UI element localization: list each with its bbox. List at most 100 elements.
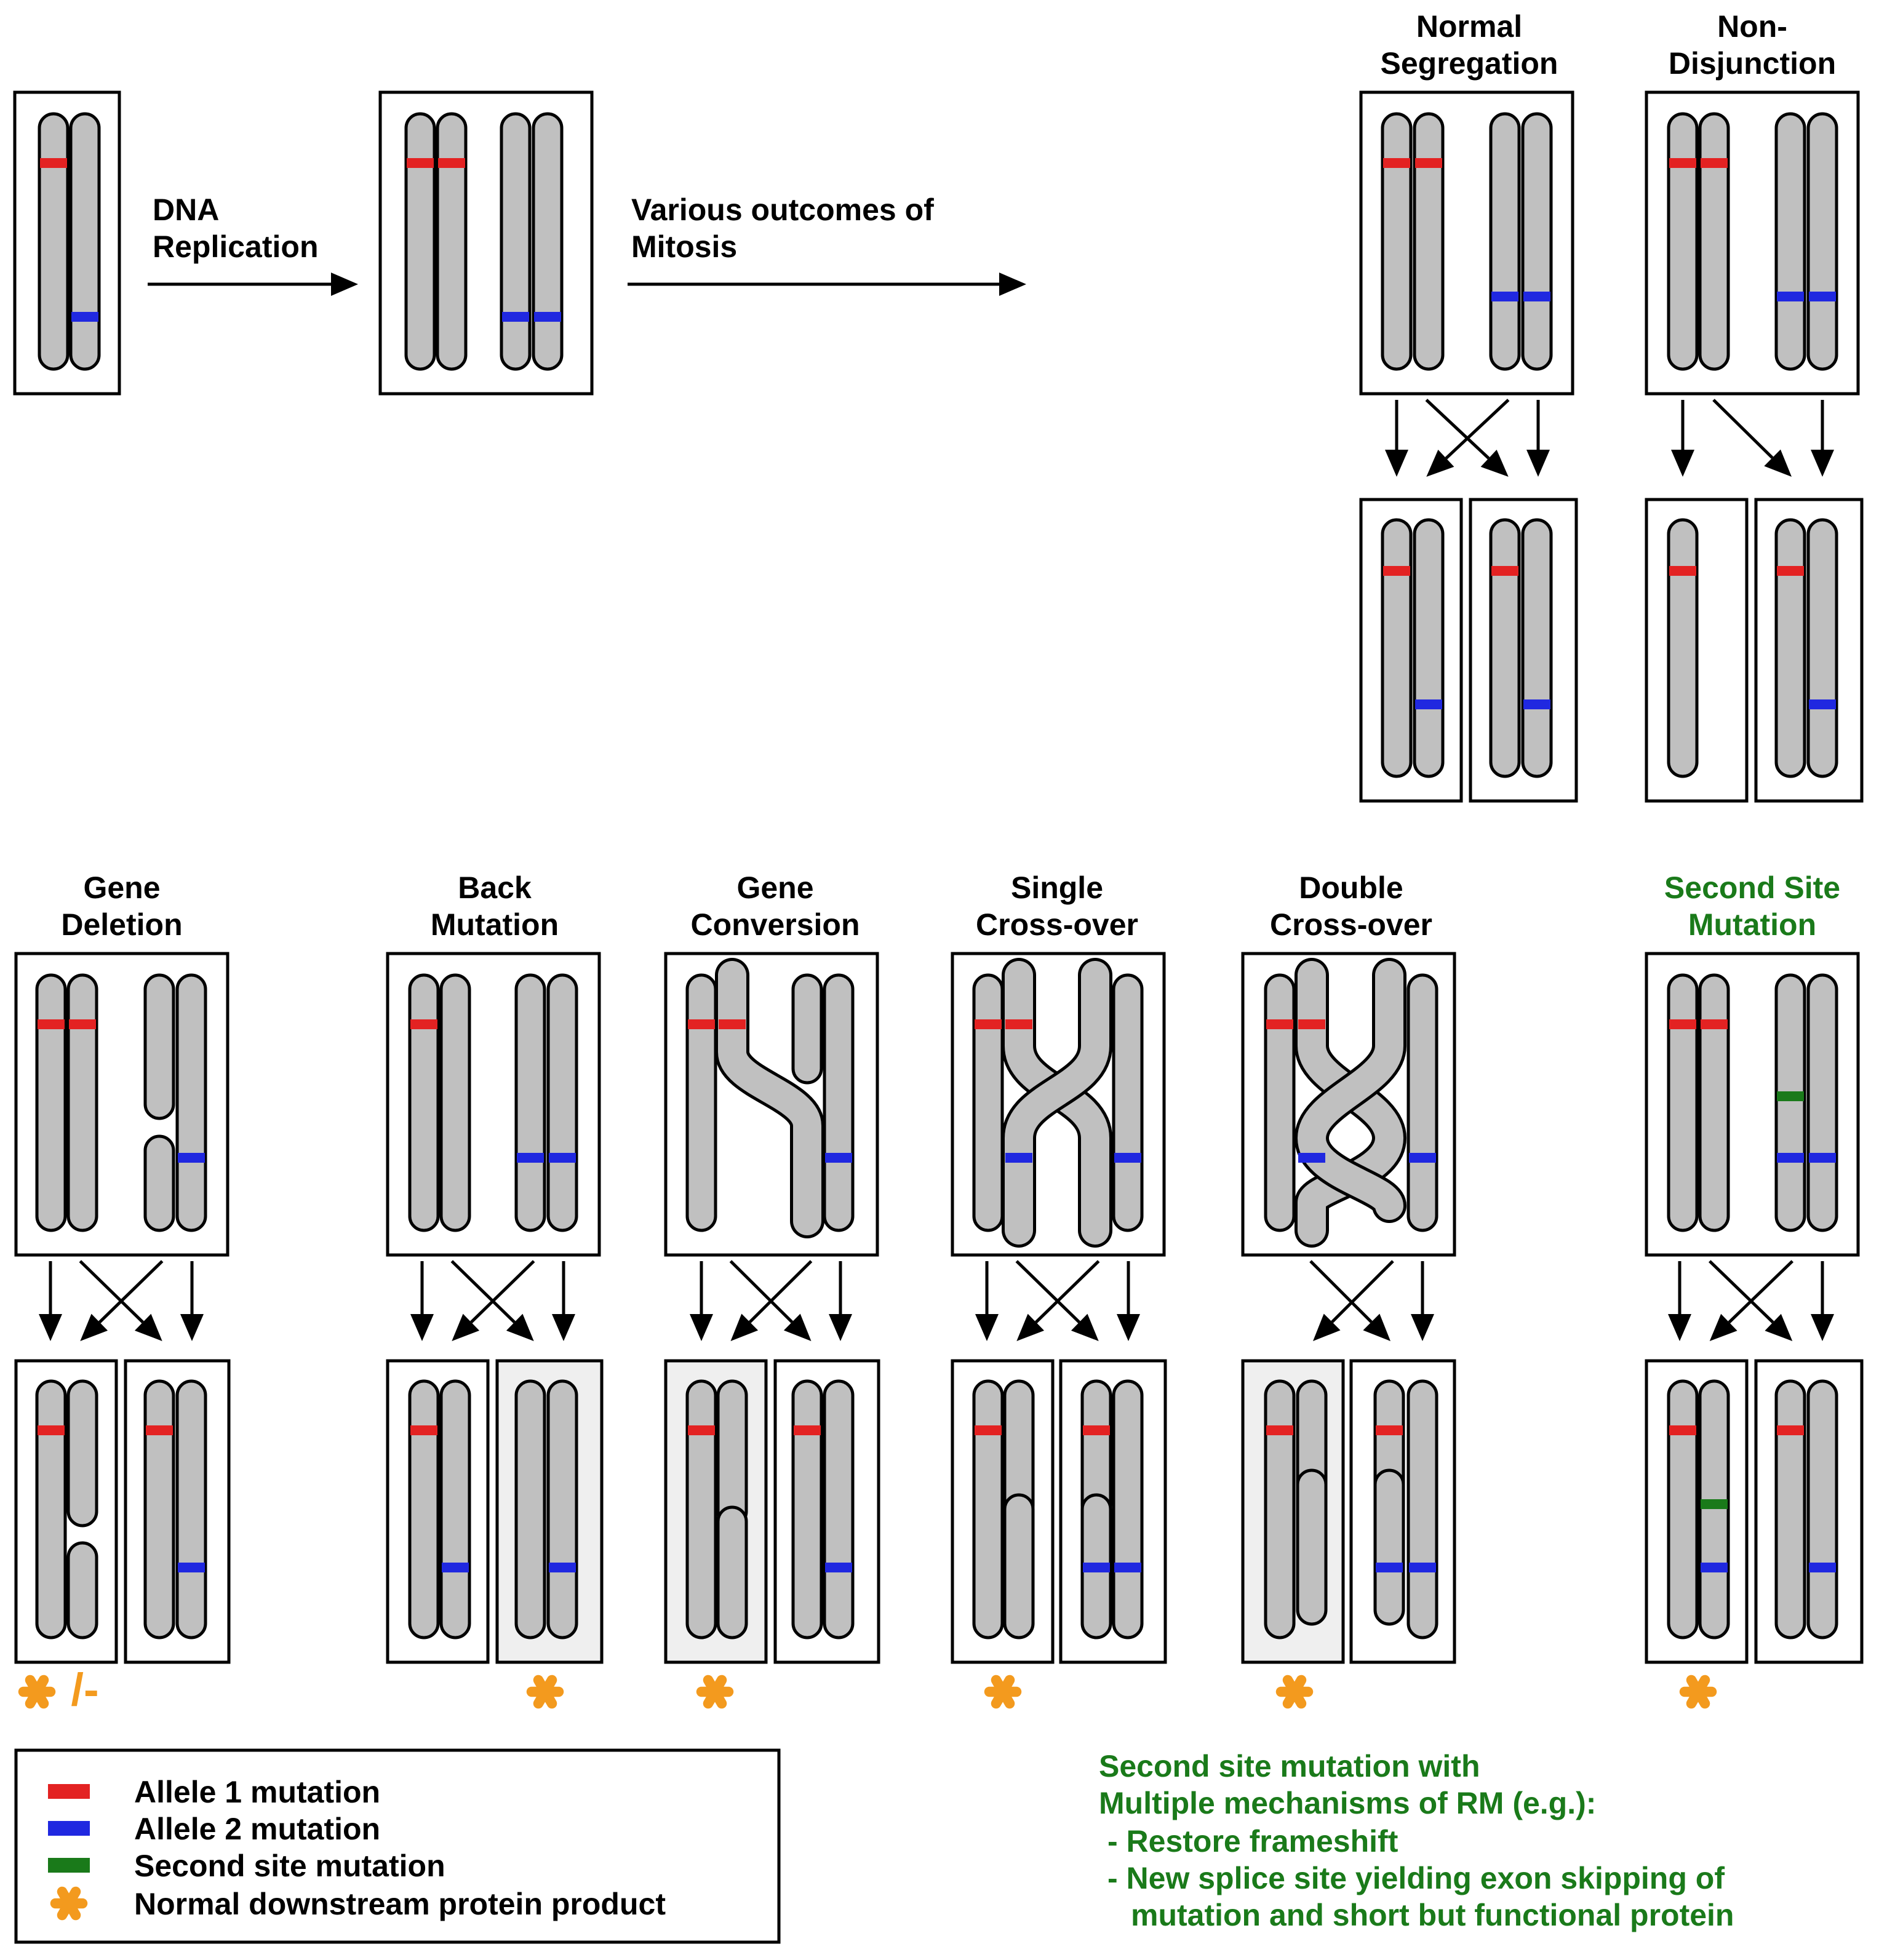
arrow-head bbox=[452, 1313, 480, 1341]
allele2-band bbox=[1809, 1153, 1836, 1163]
arrow-head bbox=[1426, 450, 1454, 477]
double-crossover-crossed-chromatid bbox=[1298, 961, 1403, 1245]
allele2-band bbox=[1083, 1563, 1110, 1572]
allele2-band bbox=[1409, 1563, 1436, 1572]
note-line: Multiple mechanisms of RM (e.g.): bbox=[1099, 1786, 1596, 1820]
arrow-head bbox=[331, 273, 358, 296]
note-line: - New splice site yielding exon skipping… bbox=[1107, 1861, 1725, 1895]
chromatid bbox=[1667, 973, 1699, 1232]
single-crossover-title: Cross-over bbox=[976, 907, 1138, 942]
arrow-line bbox=[1035, 1260, 1100, 1324]
chromatid bbox=[143, 1134, 175, 1232]
allele2-band bbox=[825, 1153, 852, 1163]
arrow-head bbox=[1671, 450, 1694, 477]
arrow-head bbox=[975, 1314, 999, 1341]
allele2-band bbox=[1415, 699, 1442, 709]
allele1-band bbox=[38, 1019, 65, 1029]
chromatid bbox=[500, 112, 532, 371]
arrow-head bbox=[730, 1313, 759, 1341]
chromatid bbox=[1296, 1468, 1328, 1626]
allele2-band bbox=[825, 1563, 852, 1572]
allele1-band bbox=[1777, 1425, 1804, 1435]
chromatid bbox=[972, 973, 1004, 1232]
note-line: - Restore frameshift bbox=[1107, 1824, 1398, 1858]
chromosomes-layer bbox=[35, 112, 1838, 1639]
chromatid bbox=[66, 1379, 98, 1528]
chromatid bbox=[532, 112, 564, 371]
legend-box bbox=[14, 1748, 781, 1944]
chromatid bbox=[38, 112, 70, 371]
arrow-line bbox=[1708, 1260, 1774, 1324]
legend-label: Second site mutation bbox=[134, 1849, 445, 1883]
chromatid bbox=[1112, 973, 1144, 1232]
allele2-band bbox=[1005, 1153, 1032, 1163]
allele1-band bbox=[1669, 566, 1696, 576]
arrow-line bbox=[470, 1260, 535, 1324]
chromatid bbox=[823, 1379, 855, 1639]
allele1-band bbox=[1669, 1425, 1696, 1435]
allele2-band bbox=[1298, 1153, 1325, 1163]
chromatid bbox=[685, 1379, 717, 1639]
allele1-band bbox=[69, 1019, 96, 1029]
arrow-head bbox=[134, 1313, 162, 1341]
allele1-band bbox=[1701, 158, 1728, 168]
normal-segregation-title: Segregation bbox=[1381, 46, 1558, 81]
note-line: mutation and short but functional protei… bbox=[1131, 1898, 1734, 1932]
allele2-band bbox=[178, 1153, 205, 1163]
gene-deletion-product-label: /- bbox=[71, 1664, 98, 1715]
legend-orange-asterisk-icon bbox=[50, 1886, 88, 1921]
arrow-head bbox=[999, 273, 1026, 296]
chromatid bbox=[408, 973, 440, 1232]
allele2-band bbox=[1777, 1153, 1804, 1163]
arrow-head bbox=[1811, 1314, 1834, 1341]
asterisk-stroke bbox=[1282, 1675, 1307, 1709]
second-site-mutation-title: Second Site bbox=[1664, 870, 1840, 905]
arrow-head bbox=[1709, 1313, 1737, 1341]
arrow-line bbox=[1728, 1260, 1794, 1324]
chromatid bbox=[1698, 973, 1730, 1232]
allele2-band bbox=[442, 1563, 469, 1572]
arrow-line bbox=[1331, 1260, 1394, 1323]
single-crossover-normal-protein-icon bbox=[984, 1675, 1022, 1709]
allele2-band bbox=[502, 312, 529, 322]
chromatid bbox=[546, 1379, 578, 1639]
double-crossover-title: Cross-over bbox=[1270, 907, 1432, 942]
allele2-band bbox=[1701, 1563, 1728, 1572]
arrow-head bbox=[1480, 450, 1509, 477]
allele1-band bbox=[1491, 566, 1518, 576]
asterisk-stroke bbox=[991, 1675, 1015, 1709]
single-crossover-title: Single bbox=[1011, 870, 1103, 905]
chromatid bbox=[408, 1379, 440, 1639]
allele2-band bbox=[1809, 699, 1836, 709]
chromatid bbox=[685, 973, 717, 1232]
normal-segregation-title: Normal bbox=[1416, 9, 1522, 44]
chromatid bbox=[514, 1379, 546, 1639]
allele2-band bbox=[1409, 1153, 1436, 1163]
allele2-band bbox=[1376, 1563, 1403, 1572]
allele1-band bbox=[438, 158, 465, 168]
arrow-head bbox=[180, 1314, 204, 1341]
mitosis-label: Various outcomes of bbox=[631, 193, 934, 227]
arrow-head bbox=[1117, 1314, 1140, 1341]
allele1-band bbox=[38, 1425, 65, 1435]
arrow-head bbox=[506, 1313, 534, 1341]
chromatid bbox=[439, 973, 471, 1232]
chromatid bbox=[1774, 112, 1806, 371]
allele1-band bbox=[1005, 1019, 1032, 1029]
arrow-head bbox=[1071, 1313, 1099, 1341]
chromatid bbox=[1264, 973, 1296, 1232]
chromatid bbox=[791, 973, 823, 1085]
allele2-band bbox=[1809, 1563, 1836, 1572]
chromatid bbox=[1806, 518, 1838, 778]
chromatid bbox=[35, 1379, 67, 1639]
allele2-band bbox=[1777, 292, 1804, 301]
chromatid bbox=[436, 112, 468, 371]
allele2-band bbox=[178, 1563, 205, 1572]
arrow-head bbox=[1016, 1313, 1045, 1341]
arrow-head bbox=[1765, 1313, 1793, 1341]
allele1-band bbox=[1376, 1425, 1403, 1435]
allele1-band bbox=[410, 1425, 437, 1435]
allele1-band bbox=[1298, 1019, 1325, 1029]
chromatid bbox=[1698, 1379, 1730, 1639]
